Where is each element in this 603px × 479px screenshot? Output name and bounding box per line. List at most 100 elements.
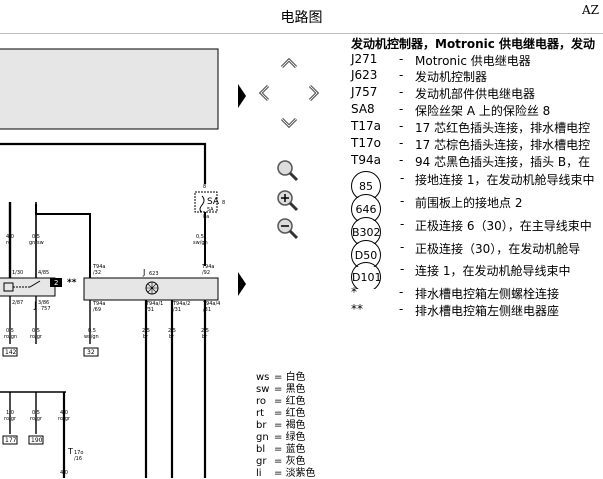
svg-text:757: 757 xyxy=(41,306,51,312)
ground-point-icon: 646 xyxy=(351,194,381,221)
svg-text:ro/gr: ro/gr xyxy=(30,416,43,422)
legend-dash: - xyxy=(400,171,405,185)
fuse-label: SA xyxy=(207,197,220,207)
legend-item: 正极连接（30），在发动机舱导 xyxy=(415,242,581,256)
svg-text:142: 142 xyxy=(5,349,17,356)
color-key-row: li= 淡紫色 xyxy=(256,468,316,479)
pin-label: 8 xyxy=(203,184,206,190)
color-key-row: bl= 蓝色 xyxy=(256,444,306,455)
svg-text:/16: /16 xyxy=(74,456,82,462)
magnifier-icon[interactable] xyxy=(275,158,301,184)
svg-text:T94a/1: T94a/1 xyxy=(145,301,163,307)
page-title: 电路图 xyxy=(280,10,323,26)
svg-text:J: J xyxy=(33,301,37,311)
svg-text:J: J xyxy=(142,268,145,277)
legend-dash: - xyxy=(400,217,405,231)
top-component-box xyxy=(0,48,219,130)
pan-controls xyxy=(253,52,325,134)
connection-point-icon: D101 xyxy=(351,262,381,289)
svg-text:/32: /32 xyxy=(93,270,101,276)
chevron-left-icon[interactable] xyxy=(255,84,273,102)
svg-text:T94a/2: T94a/2 xyxy=(172,301,190,307)
svg-text:0,5: 0,5 xyxy=(6,328,14,334)
chevron-right-icon[interactable] xyxy=(305,84,323,102)
chevron-up-icon[interactable] xyxy=(280,54,298,72)
ref-box[interactable] xyxy=(2,347,18,357)
legend-item: 连接 1，在发动机舱导线束中 xyxy=(415,264,571,278)
svg-text:2: 2 xyxy=(54,279,58,287)
svg-text:3/86: 3/86 xyxy=(38,300,49,306)
svg-text:/69: /69 xyxy=(93,307,101,313)
svg-text:1,0: 1,0 xyxy=(6,410,14,416)
svg-text:ro/gr: ro/gr xyxy=(30,334,43,340)
svg-text:4/85: 4/85 xyxy=(38,270,49,276)
svg-text:T94a: T94a xyxy=(92,301,105,307)
title-bar: 电路图 AZ xyxy=(0,0,603,34)
stars-label: ** xyxy=(67,278,77,288)
wiring-diagram[interactable]: SA 8 5A 8 8a 4,0 ro 0,5 gn/sw 0,5 sw/gn … xyxy=(0,34,240,478)
fuse-sa8[interactable]: SA 8 5A xyxy=(194,191,225,213)
chevron-down-icon[interactable] xyxy=(280,114,298,132)
svg-text:1/30: 1/30 xyxy=(12,270,23,276)
svg-text:0,5: 0,5 xyxy=(32,410,40,416)
svg-text:ro/gn: ro/gn xyxy=(4,334,17,340)
svg-text:0,5: 0,5 xyxy=(32,328,40,334)
svg-text:32: 32 xyxy=(87,349,95,356)
wire-size: 0,5 xyxy=(196,234,204,240)
svg-text:4,0: 4,0 xyxy=(60,410,68,416)
ground-point-icon: 85 xyxy=(351,171,381,198)
connection-point-icon: B302 xyxy=(351,217,381,244)
legend-dash: - xyxy=(400,194,405,208)
svg-text:ro/gr: ro/gr xyxy=(58,416,71,422)
svg-text:/31: /31 xyxy=(203,307,211,313)
wire-color: ro xyxy=(6,240,11,246)
svg-text:/31: /31 xyxy=(173,307,181,313)
svg-text:br: br xyxy=(202,334,208,340)
svg-text:17o: 17o xyxy=(74,450,83,456)
legend-dash: - xyxy=(400,262,405,276)
svg-text:ro/gr: ro/gr xyxy=(4,416,17,422)
svg-text:/92: /92 xyxy=(202,270,210,276)
zoom-in-icon[interactable] xyxy=(275,188,301,214)
tag-2 xyxy=(50,278,62,287)
svg-text:2,5: 2,5 xyxy=(168,328,176,334)
svg-text:/31: /31 xyxy=(146,307,154,313)
ref-box[interactable] xyxy=(28,435,44,445)
svg-text:5A: 5A xyxy=(207,207,214,213)
svg-text:br: br xyxy=(143,334,149,340)
wire-color: gn/sw xyxy=(29,240,44,246)
svg-text:8: 8 xyxy=(222,200,225,206)
expand-left-panel-triangle-icon[interactable] xyxy=(238,272,246,296)
relay-j757[interactable]: J 757 xyxy=(0,277,56,312)
connection-point-icon: D50 xyxy=(351,240,381,267)
svg-text:ws/gn: ws/gn xyxy=(84,334,99,340)
color-key-row: ws= 白色 xyxy=(256,372,306,383)
color-key-row: gn= 绿色 xyxy=(256,432,306,443)
wire-color: sw/gn xyxy=(193,240,208,246)
color-key-row: gr= 灰色 xyxy=(256,456,306,467)
pin-label: 8a xyxy=(203,214,209,220)
ref-box[interactable] xyxy=(83,347,99,357)
svg-text:2/87: 2/87 xyxy=(12,300,23,306)
svg-text:190: 190 xyxy=(31,437,43,444)
ref-box[interactable] xyxy=(2,435,18,445)
legend-title: 发动机控制器，Motronic 供电继电器，发动 xyxy=(351,37,596,51)
svg-text:0,5: 0,5 xyxy=(88,328,96,334)
color-key-row: br= 褐色 xyxy=(256,420,306,431)
legend-item: 正极连接 6（30），在主导线束中 xyxy=(415,219,592,233)
expand-left-panel-triangle-icon[interactable] xyxy=(238,84,246,108)
color-key-row: ro= 红色 xyxy=(256,396,306,407)
legend-dash: - xyxy=(400,240,405,254)
legend-item: 前围板上的接地点 2 xyxy=(415,196,523,210)
color-key-row: rt= 红色 xyxy=(256,408,306,419)
wire xyxy=(35,204,91,278)
svg-text:4,0: 4,0 xyxy=(60,470,68,476)
corner-label: AZ xyxy=(581,3,599,17)
svg-text:2,5: 2,5 xyxy=(201,328,209,334)
color-key-row: sw= 黑色 xyxy=(256,384,306,395)
legend-item: 接地连接 1，在发动机舱导线束中 xyxy=(415,173,595,187)
svg-text:T94a: T94a xyxy=(201,264,214,270)
zoom-out-icon[interactable] xyxy=(275,216,301,242)
ecu-j623[interactable]: J 623 xyxy=(83,268,219,301)
svg-text:177: 177 xyxy=(5,437,17,444)
